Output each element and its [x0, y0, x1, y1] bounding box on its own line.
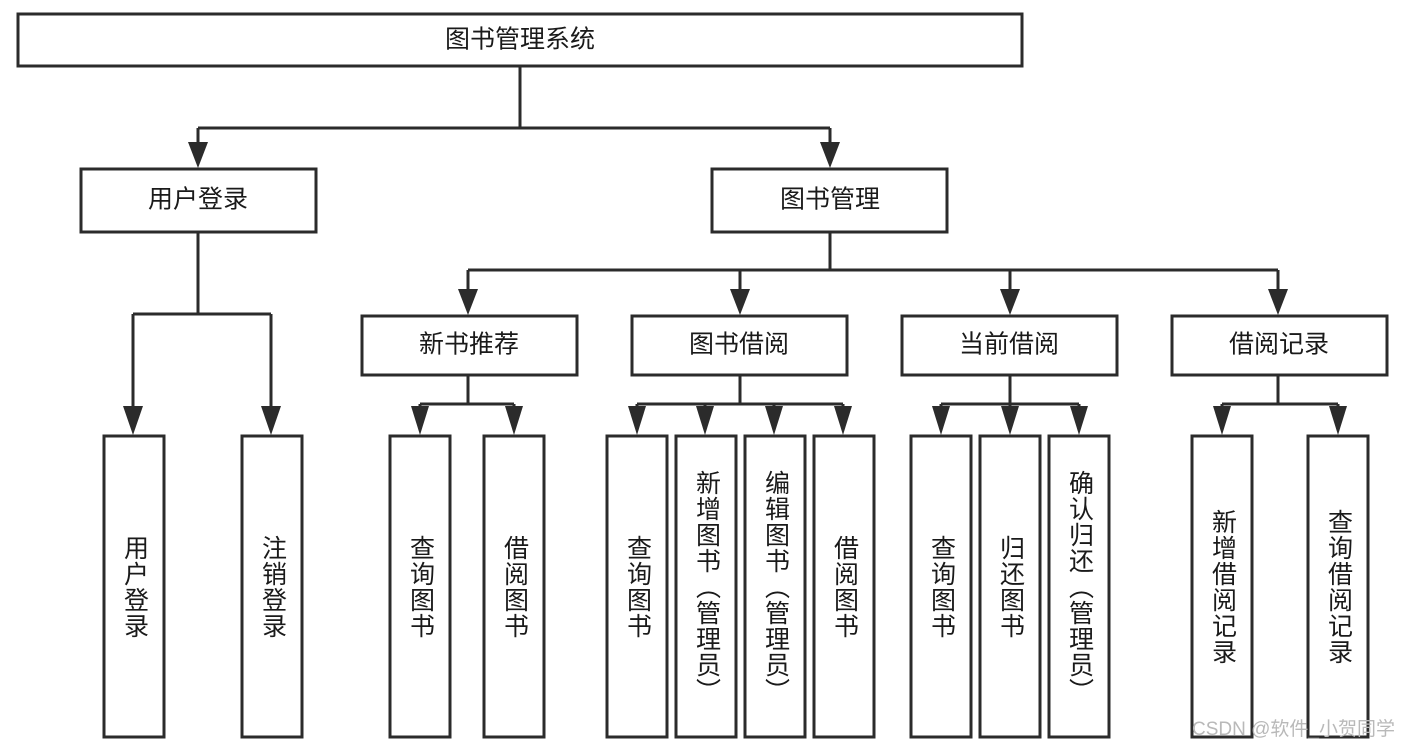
arrow-borrow-record-left-icon [1213, 406, 1231, 435]
node-book-borrow-box[interactable] [630, 314, 849, 377]
node-book-borrow-label: 图书借阅 [689, 331, 789, 359]
arrow-user-login-left-icon [123, 406, 143, 435]
node-borrow-record-box[interactable] [1170, 314, 1389, 377]
node-book-management-label: 图书管理 [780, 186, 880, 214]
leaf-box-user-login[interactable] [102, 434, 166, 739]
arrow-to-current-borrow-icon [1000, 289, 1020, 315]
arrow-book-borrow-c3-icon [765, 406, 783, 435]
leaf-box-edit-book[interactable] [743, 434, 807, 739]
leaf-box-add-book[interactable] [674, 434, 738, 739]
arrow-book-borrow-c1-icon [628, 406, 646, 435]
node-book-management-box[interactable] [710, 167, 949, 234]
node-current-borrow-label: 当前借阅 [959, 331, 1059, 359]
arrow-book-borrow-c2-icon [696, 406, 714, 435]
leaf-box-borrow-book-1[interactable] [482, 434, 546, 739]
arrow-current-borrow-c2-icon [1001, 406, 1019, 435]
node-new-book-recommend-label: 新书推荐 [419, 331, 519, 359]
arrow-to-new-book-icon [458, 289, 478, 315]
node-new-book-recommend[interactable]: 新书推荐 [360, 314, 579, 377]
watermark: CSDN @软件_小贺同学 [1192, 719, 1395, 740]
connector-borrow-record-to-leaves [1213, 375, 1347, 435]
node-borrow-record[interactable]: 借阅记录 [1170, 314, 1389, 377]
node-root-box[interactable] [16, 12, 1024, 68]
arrow-to-book-management-icon [820, 142, 840, 168]
arrow-book-borrow-c4-icon [834, 406, 852, 435]
connector-new-book-to-leaves [411, 375, 523, 435]
node-root-label: 图书管理系统 [445, 26, 595, 54]
arrow-current-borrow-c3-icon [1070, 406, 1088, 435]
leaf-box-query-book-1[interactable] [388, 434, 452, 739]
node-book-management[interactable]: 图书管理 [710, 167, 949, 234]
leaf-box-query-book-2[interactable] [605, 434, 669, 739]
leaf-box-query-record[interactable] [1306, 434, 1370, 739]
node-book-borrow[interactable]: 图书借阅 [630, 314, 849, 377]
node-user-login-box[interactable] [79, 167, 318, 234]
node-user-login[interactable]: 用户登录 [79, 167, 318, 234]
connector-user-login-to-leaves [123, 232, 281, 435]
leaf-box-logout-login[interactable] [240, 434, 304, 739]
leaf-box-query-book-3[interactable] [909, 434, 973, 739]
node-current-borrow-box[interactable] [900, 314, 1119, 377]
arrow-to-book-borrow-icon [730, 289, 750, 315]
node-new-book-recommend-box[interactable] [360, 314, 579, 377]
arrow-new-book-left-icon [411, 406, 429, 435]
arrow-new-book-right-icon [505, 406, 523, 435]
arrow-borrow-record-right-icon [1329, 406, 1347, 435]
connector-book-management-to-level3 [458, 232, 1288, 315]
leaf-box-add-record[interactable] [1190, 434, 1254, 739]
node-root[interactable]: 图书管理系统 [16, 12, 1024, 68]
connector-root-to-level2 [188, 66, 840, 168]
arrow-to-user-login-icon [188, 142, 208, 168]
leaf-box-return-book[interactable] [978, 434, 1042, 739]
connector-current-borrow-to-leaves [932, 375, 1088, 435]
arrow-current-borrow-c1-icon [932, 406, 950, 435]
leaf-box-confirm-return[interactable] [1047, 434, 1111, 739]
node-borrow-record-label: 借阅记录 [1229, 331, 1329, 359]
arrow-user-login-right-icon [261, 406, 281, 435]
node-current-borrow[interactable]: 当前借阅 [900, 314, 1119, 377]
arrow-to-borrow-record-icon [1268, 289, 1288, 315]
node-user-login-label: 用户登录 [148, 186, 248, 214]
connector-book-borrow-to-leaves [628, 375, 852, 435]
leaf-box-borrow-book-2[interactable] [812, 434, 876, 739]
